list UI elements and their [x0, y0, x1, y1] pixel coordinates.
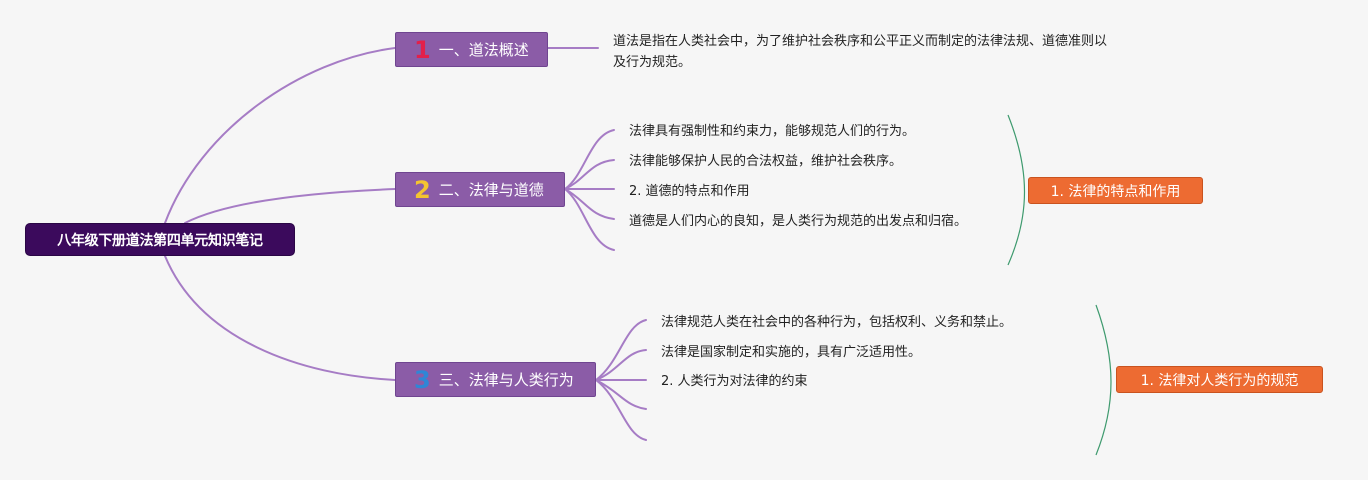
branch-3-summary[interactable]: 1. 法律对人类行为的规范	[1116, 366, 1323, 393]
branch-2[interactable]: 2 二、法律与道德	[395, 172, 565, 207]
root-node[interactable]: 八年级下册道法第四单元知识笔记	[25, 223, 295, 256]
branch-3-label: 三、法律与人类行为	[438, 371, 574, 389]
branch-2-label: 二、法律与道德	[438, 181, 544, 199]
link-branch-3-leaf-2	[595, 349, 647, 381]
link-branch-2-leaf-1	[564, 129, 615, 190]
branch-2-leaf-2[interactable]: 法律能够保护人民的合法权益，维护社会秩序。	[629, 154, 903, 169]
branch-1-label: 一、道法概述	[438, 41, 529, 59]
branch-1-leaf-1[interactable]: 道法是指在人类社会中，为了维护社会秩序和公平正义而制定的法律法规、道德准则以及行…	[613, 34, 1108, 70]
branch-2-leaf-3[interactable]: 2. 道德的特点和作用	[629, 184, 750, 199]
branch-3-leaf-1[interactable]: 法律规范人类在社会中的各种行为，包括权利、义务和禁止。	[661, 315, 1013, 330]
branch-3-number: 3	[414, 365, 431, 394]
branch-3-leaf-2[interactable]: 法律是国家制定和实施的，具有广泛适用性。	[661, 345, 922, 360]
link-branch-2-leaf-2	[564, 159, 615, 190]
link-root-branch-3	[164, 255, 396, 381]
branch-3-summary-label: 1. 法律对人类行为的规范	[1140, 372, 1299, 389]
link-root-branch-2	[184, 188, 396, 224]
summary-bracket-2	[1095, 304, 1112, 456]
branch-2-leaf-1[interactable]: 法律具有强制性和约束力，能够规范人们的行为。	[629, 124, 916, 139]
link-branch-2-leaf-4	[564, 188, 615, 220]
branch-2-number: 2	[414, 175, 431, 204]
link-branch-3-leaf-1	[595, 319, 647, 381]
link-branch-3-leaf-5	[595, 379, 647, 441]
branch-2-summary-label: 1. 法律的特点和作用	[1050, 183, 1181, 200]
branch-1-number: 1	[414, 35, 431, 64]
branch-3-leaf-3[interactable]: 2. 人类行为对法律的约束	[661, 374, 808, 389]
root-title: 八年级下册道法第四单元知识笔记	[57, 232, 263, 249]
link-branch-2-leaf-5	[564, 188, 615, 251]
summary-bracket-1	[1007, 114, 1026, 266]
branch-3[interactable]: 3 三、法律与人类行为	[395, 362, 596, 397]
branch-2-leaf-4[interactable]: 道德是人们内心的良知，是人类行为规范的出发点和归宿。	[629, 214, 968, 229]
branch-2-summary[interactable]: 1. 法律的特点和作用	[1028, 177, 1203, 204]
link-root-branch-1	[164, 47, 396, 224]
link-branch-3-leaf-4	[595, 379, 647, 410]
branch-1[interactable]: 1 一、道法概述	[395, 32, 548, 67]
